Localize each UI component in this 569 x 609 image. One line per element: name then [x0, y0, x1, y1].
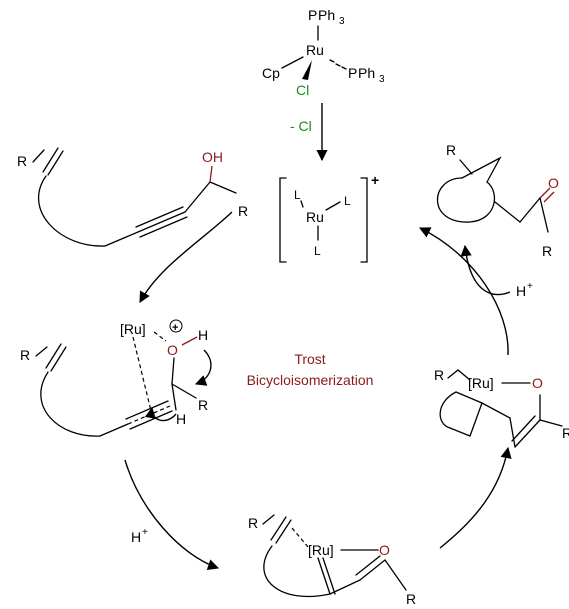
substrate-r-alkene: R — [17, 153, 27, 169]
active-ligand-2: L — [344, 194, 351, 208]
active-charge: + — [371, 172, 379, 188]
int1-charge: + — [172, 322, 178, 334]
product-o: O — [548, 175, 559, 191]
int1-o: O — [167, 342, 178, 358]
chloride-loss-label: - Cl — [290, 118, 312, 134]
intermediate-oxonium: R [Ru] O + H R H — [20, 319, 212, 437]
proton-plus-1: + — [142, 527, 148, 538]
product-ketone: R O R — [436, 142, 559, 259]
intermediate-bicyclic: R [Ru] O R — [434, 367, 569, 448]
arrow-int3-to-catalyst — [418, 227, 509, 356]
proton-plus-2: + — [527, 281, 533, 292]
int3-o: O — [532, 375, 543, 391]
catalyst-cl: Cl — [296, 82, 309, 98]
int3-r: R — [434, 367, 444, 383]
catalyst-ph-right: Ph — [358, 65, 375, 81]
int3-r-acyl: R — [562, 425, 569, 441]
int1-h-carbon: H — [176, 411, 186, 427]
int1-ru: [Ru] — [120, 321, 146, 337]
arrow-substrate-to-int1 — [139, 211, 233, 303]
int1-r-carbinol: R — [198, 397, 208, 413]
substrate-enynol: R OH R — [17, 147, 248, 247]
substrate-oh: OH — [202, 149, 223, 165]
active-ligand-3: L — [314, 244, 321, 258]
center-label-line2: Bicycloisomerization — [247, 372, 374, 388]
substrate-r: R — [238, 203, 248, 219]
int3-ru: [Ru] — [468, 375, 494, 391]
int2-o: O — [379, 542, 390, 558]
catalyst-p-right: P — [348, 65, 357, 81]
int2-r: R — [248, 515, 258, 531]
arrow-int2-to-int3 — [439, 446, 512, 549]
catalyst-precursor: P Ph 3 Ru Cp Cl P Ph 3 — [262, 7, 385, 98]
arrow-int1-to-int2 — [124, 459, 220, 571]
int1-h-oxygen: H — [198, 327, 208, 343]
catalyst-sub-top: 3 — [339, 16, 345, 27]
active-ligand-1: L — [294, 188, 301, 202]
proton-label-1: H — [131, 529, 141, 545]
int2-ru: [Ru] — [308, 542, 334, 558]
int2-r-acyl: R — [406, 591, 416, 607]
arrow-proton-release — [460, 244, 511, 296]
catalyst-p-top: P — [308, 7, 317, 23]
proton-label-2: H — [516, 283, 526, 299]
active-catalyst: L L Ru L + — [279, 172, 379, 263]
intermediate-oxaruthenacycle: R [Ru] O R — [248, 514, 416, 607]
int1-r: R — [20, 347, 30, 363]
catalyst-ph-top: Ph — [318, 7, 335, 23]
product-r-acyl: R — [542, 243, 552, 259]
catalyst-sub-right: 3 — [379, 74, 385, 85]
center-label-line1: Trost — [294, 351, 325, 367]
product-r: R — [446, 142, 456, 158]
catalyst-ru: Ru — [306, 42, 324, 58]
active-ru: Ru — [306, 209, 324, 225]
catalyst-cp: Cp — [262, 65, 280, 81]
